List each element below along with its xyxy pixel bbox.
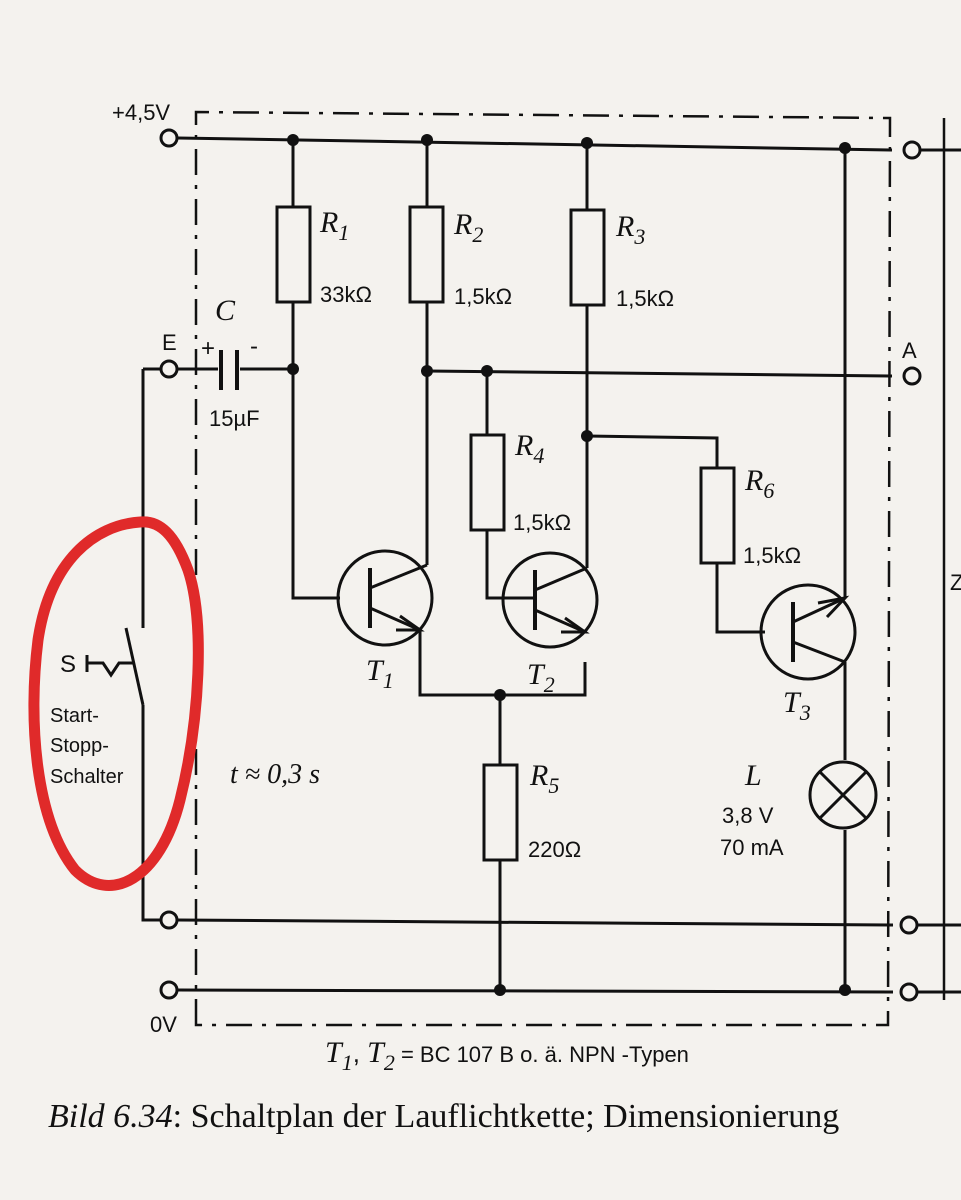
label-c: C [215, 294, 236, 327]
label-c-value: 15µF [209, 406, 260, 431]
label-r3: R3 [615, 210, 645, 249]
label-switch-line2: Stopp- [50, 735, 109, 757]
transistor-t3 [759, 583, 857, 681]
label-t3: T3 [783, 686, 811, 725]
label-r4-value: 1,5kΩ [513, 510, 571, 535]
junctions [287, 134, 851, 996]
transistor-t1 [336, 549, 434, 647]
label-time: t ≈ 0,3 s [230, 759, 320, 790]
label-r2: R2 [453, 208, 483, 247]
terminal-a [902, 366, 922, 386]
label-0v: 0V [150, 1012, 177, 1037]
label-a: A [902, 338, 917, 363]
rail-positive [177, 136, 893, 152]
rail-ground [177, 988, 894, 994]
module-frame [194, 110, 892, 1027]
lamp-l [808, 760, 878, 830]
label-r6-value: 1,5kΩ [743, 543, 801, 568]
capacitor-c [219, 350, 239, 390]
label-t1: T1 [366, 654, 394, 693]
label-c-minus: - [250, 333, 258, 360]
circuit-schematic: +4,5V 0V E A Z C + - 15µF R1 33kΩ R2 1,5… [28, 100, 961, 1075]
label-r1: R1 [319, 206, 349, 245]
label-lamp-current: 70 mA [720, 835, 784, 860]
label-lamp: L [744, 759, 762, 792]
label-r3-value: 1,5kΩ [616, 286, 674, 311]
label-vplus: +4,5V [112, 100, 170, 125]
resistor-r6 [699, 466, 736, 565]
terminal-positive-left [159, 128, 179, 148]
rail-switched [177, 918, 894, 927]
label-r5-value: 220Ω [528, 837, 581, 862]
label-side-z: Z [950, 570, 961, 595]
label-c-plus: + [201, 335, 215, 362]
figure-caption-text: : Schaltplan der Lauflichtkette; Dimensi… [172, 1098, 840, 1135]
resistor-r2 [408, 205, 445, 304]
label-r1-value: 33kΩ [320, 282, 372, 307]
label-r6: R6 [744, 464, 774, 503]
resistor-r1 [275, 205, 312, 304]
figure-caption: Bild 6.34: Schaltplan der Lauflichtkette… [48, 1098, 839, 1136]
terminal-e [159, 359, 179, 379]
start-stop-switch [85, 627, 145, 706]
label-switch-s: S [60, 651, 76, 678]
resistor-r3 [569, 208, 606, 307]
figure-number: Bild 6.34 [48, 1098, 173, 1135]
label-r5: R5 [529, 759, 559, 798]
label-t2: T2 [527, 658, 555, 697]
wiring [141, 110, 961, 1027]
label-switch-line1: Start- [50, 705, 99, 727]
transistor-t2 [501, 551, 599, 649]
red-marker-circle [28, 516, 204, 891]
label-lamp-voltage: 3,8 V [722, 803, 774, 828]
resistor-r5 [482, 763, 519, 862]
label-r2-value: 1,5kΩ [454, 284, 512, 309]
resistor-r4 [469, 433, 506, 532]
label-transistor-types: T1, T2 = BC 107 B o. ä. NPN -Typen [325, 1036, 689, 1075]
terminals [159, 128, 922, 1002]
label-switch-line3: Schalter [50, 766, 124, 788]
label-r4: R4 [514, 429, 544, 468]
label-e: E [162, 330, 177, 355]
